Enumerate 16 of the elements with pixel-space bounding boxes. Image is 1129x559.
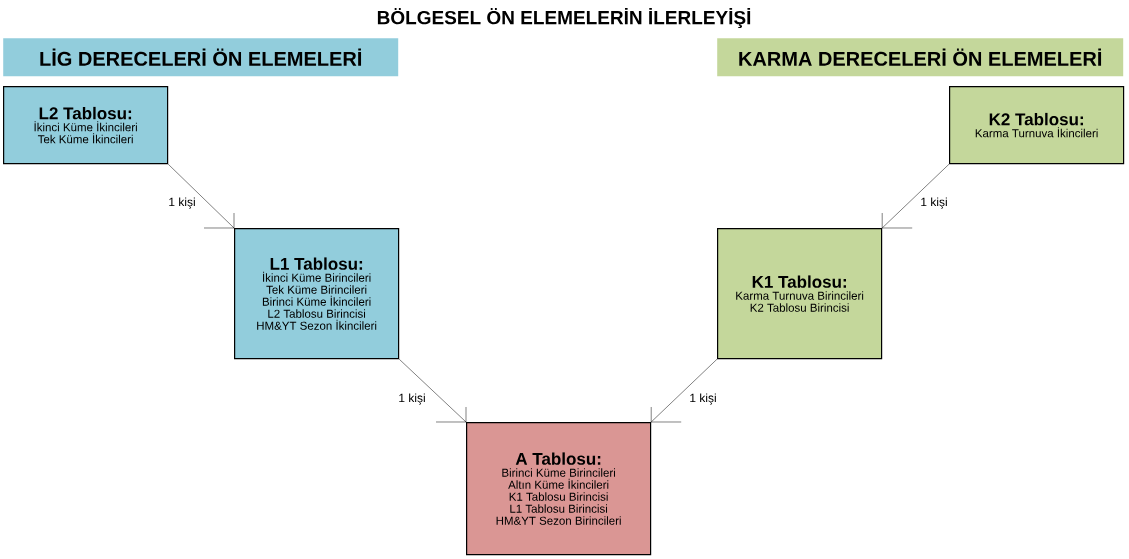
heading-band: LİG DERECELERİ ÖN ELEMELERİ [3,38,399,77]
edge-label: 1 kişi [690,393,716,405]
title: BÖLGESEL ÖN ELEMELERİN İLERLEYİŞİ [377,7,751,29]
table-box: K1 Tablosu: Karma Turnuva Birincileri K2 Tablosu Birincisi [717,228,883,360]
edge-label: 1 kişi [399,393,425,405]
edge-label: 1 kişi [921,197,947,209]
heading-band: KARMA DERECELERİ ÖN ELEMELERİ [717,38,1124,77]
table-box: L1 Tablosu: İkinci Küme Birincileri Tek Küme Birincileri Birinci Küme İkincileri L2 Tablosu Birincisi HM&YT Sezon İkincileri [234,228,400,360]
table-box: L2 Tablosu: İkinci Küme İkincileri Tek Küme İkincileri [3,86,169,165]
edge-label: 1 kişi [169,197,195,209]
connector-line [167,163,235,229]
table-box: K2 Tablosu: Karma Turnuva İkincileri [949,86,1125,165]
connector-line [650,358,718,423]
table-box: A Tablosu: Birinci Küme Birincileri Altın Küme İkincileri K1 Tablosu Birincisi L1 Tablosu Birincisi HM&YT Sezon Birincileri [466,422,652,556]
connector-line [398,358,467,423]
connector-line [881,163,950,229]
